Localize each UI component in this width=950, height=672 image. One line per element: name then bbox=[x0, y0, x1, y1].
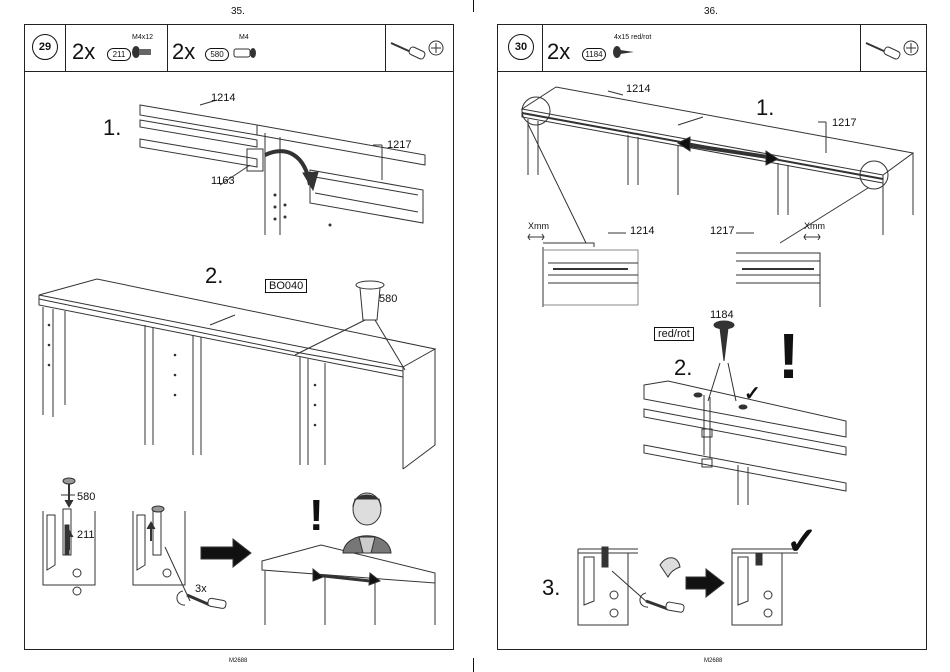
right-footer-code: M2688 bbox=[704, 658, 722, 664]
wardrobe-holes bbox=[48, 324, 316, 426]
next-arrow bbox=[686, 569, 724, 597]
box-label-bo040: BO040 bbox=[265, 279, 307, 293]
label-1163: 1163 bbox=[211, 175, 235, 187]
sub1-number: 1. bbox=[756, 95, 774, 121]
sub2-number: 2. bbox=[674, 355, 692, 381]
right-illustration bbox=[498, 25, 926, 649]
sub2-number: 2. bbox=[205, 263, 223, 289]
left-illustration bbox=[25, 25, 453, 649]
track-1214 bbox=[140, 105, 257, 167]
wardrobe-top bbox=[522, 87, 913, 235]
right-page-frame: 30 2x 1184 4x15 red/rot bbox=[497, 24, 927, 650]
label-1214-detail: 1214 bbox=[630, 225, 654, 237]
label-1217: 1217 bbox=[387, 139, 411, 151]
screw-1184-large bbox=[714, 321, 734, 361]
left-page-frame: 29 2x 211 M4x12 2x 580 M4 bbox=[24, 24, 454, 650]
label-1184: 1184 bbox=[710, 309, 734, 321]
detail-left bbox=[528, 233, 638, 307]
sub3-number: 3. bbox=[542, 575, 560, 601]
side-panel bbox=[265, 133, 280, 235]
check-mark: ✓ bbox=[744, 381, 761, 406]
next-arrow bbox=[201, 539, 251, 567]
detail-right bbox=[736, 233, 820, 307]
label-1214: 1214 bbox=[211, 92, 235, 104]
binder-mark-top bbox=[473, 0, 474, 12]
mini-wardrobe bbox=[262, 545, 435, 625]
left-page-number: 35. bbox=[231, 6, 245, 17]
label-1217-top: 1217 bbox=[832, 117, 856, 129]
screw-count: 3x bbox=[195, 583, 207, 595]
attention-mark: ! bbox=[309, 491, 324, 541]
assembler-person-icon bbox=[343, 493, 391, 553]
connector-1163 bbox=[247, 149, 263, 171]
xmm-right: Xmm bbox=[804, 221, 825, 231]
check-mark: ✓ bbox=[786, 519, 818, 564]
label-580: 580 bbox=[379, 293, 397, 305]
sub1-number: 1. bbox=[103, 115, 121, 141]
label-1214-top: 1214 bbox=[626, 83, 650, 95]
left-footer-code: M2688 bbox=[229, 658, 247, 664]
push-arrow bbox=[265, 151, 310, 185]
xmm-left: Xmm bbox=[528, 221, 549, 231]
label-1217-detail: 1217 bbox=[710, 225, 734, 237]
binder-mark-bottom bbox=[473, 658, 474, 672]
label-211-detail: 211 bbox=[77, 529, 95, 541]
label-580-detail: 580 bbox=[77, 491, 95, 503]
attention-mark: ! bbox=[778, 319, 799, 393]
zoom-circle-left bbox=[522, 97, 550, 125]
wardrobe bbox=[39, 279, 435, 469]
panel-holes bbox=[274, 194, 331, 226]
hand-icon bbox=[660, 558, 680, 577]
box-label-red-rot: red/rot bbox=[654, 327, 694, 341]
right-page-number: 36. bbox=[704, 6, 718, 17]
